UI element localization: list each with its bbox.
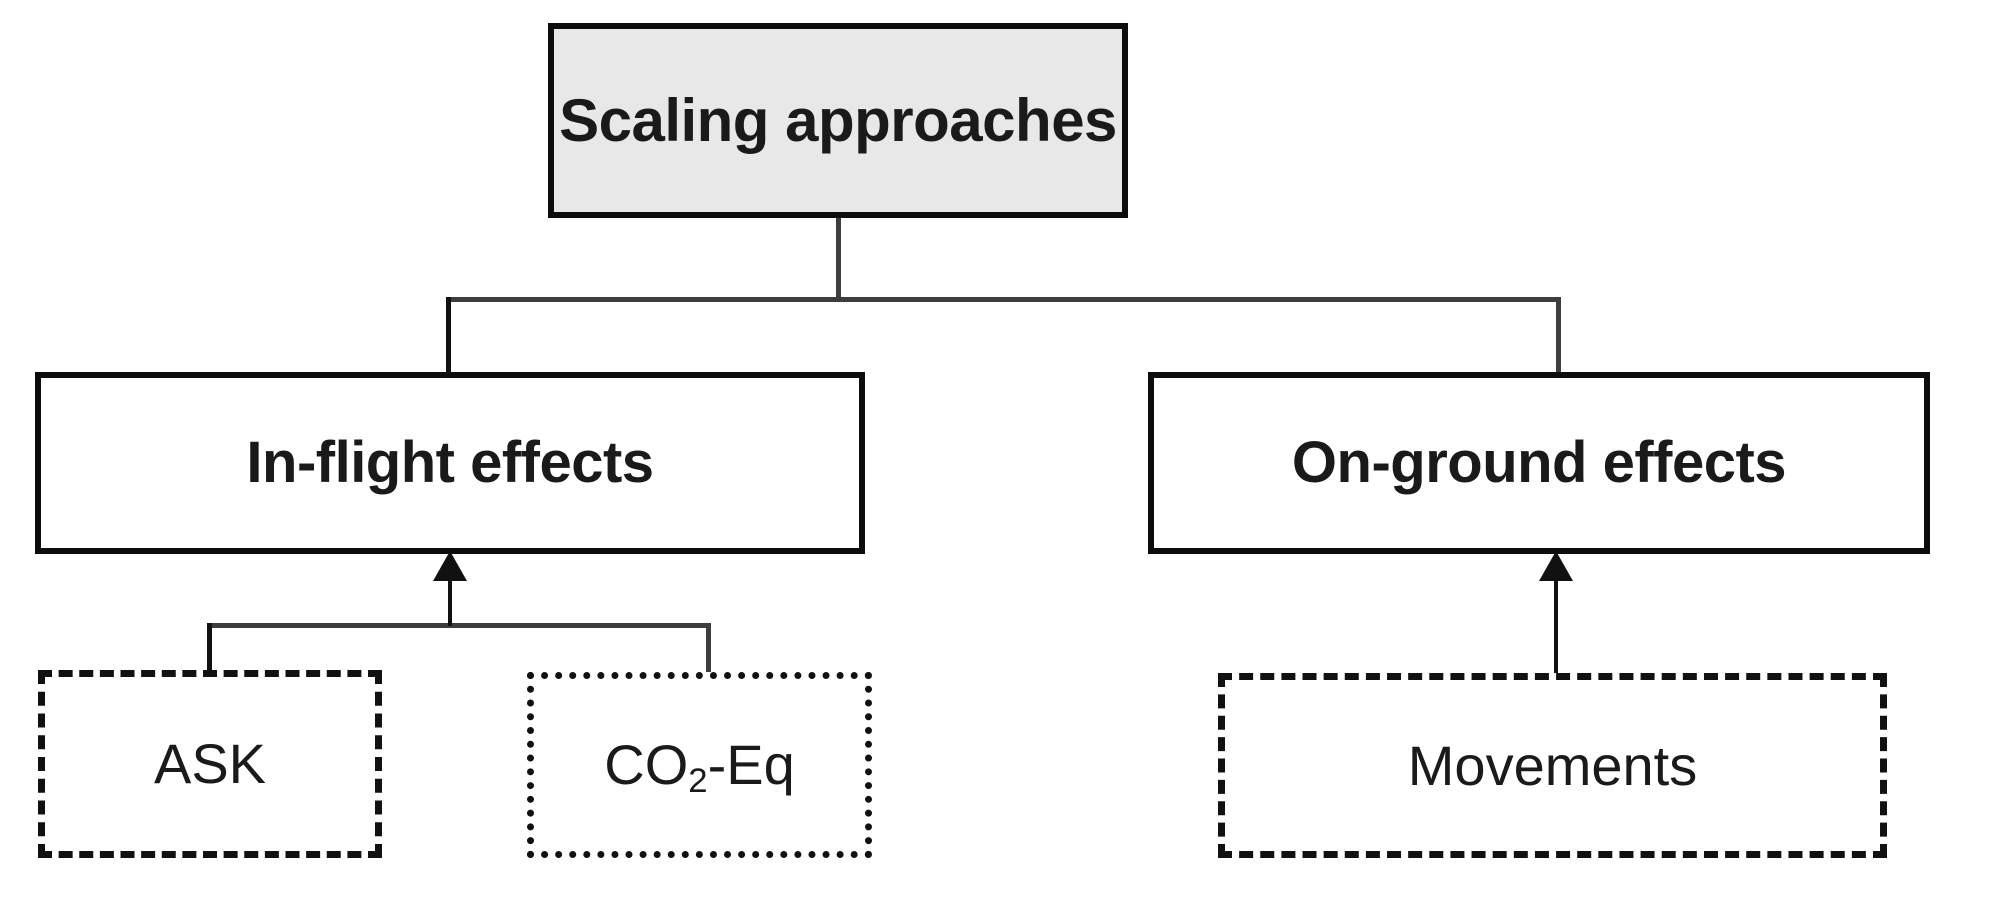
node-scaling-approaches-label: Scaling approaches <box>559 86 1117 154</box>
connector-in-flight-arrow-shaft <box>448 556 452 626</box>
connector-to-in-flight-effects <box>446 297 451 375</box>
node-scaling-approaches[interactable]: Scaling approaches <box>548 23 1128 218</box>
connector-movements-arrow-shaft <box>1554 556 1558 676</box>
node-co2-eq-label: CO2-Eq <box>604 733 795 800</box>
node-on-ground-effects-label: On-ground effects <box>1291 430 1787 496</box>
node-on-ground-effects[interactable]: On-ground effects <box>1148 372 1930 554</box>
node-in-flight-effects[interactable]: In-flight effects <box>35 372 865 554</box>
node-in-flight-effects-label: In-flight effects <box>246 430 654 496</box>
arrowhead-on-ground-effects <box>1539 551 1573 581</box>
node-ask[interactable]: ASK <box>38 670 382 858</box>
node-movements[interactable]: Movements <box>1218 673 1887 858</box>
connector-co2eq-stem <box>706 623 711 675</box>
node-co2-eq-label-subscript: 2 <box>688 761 708 800</box>
node-ask-label: ASK <box>153 732 267 796</box>
connector-ask-stem <box>207 623 212 675</box>
connector-root-stem <box>836 215 841 300</box>
node-movements-label: Movements <box>1407 733 1698 797</box>
arrowhead-in-flight-effects <box>433 551 467 581</box>
node-co2-eq[interactable]: CO2-Eq <box>527 672 872 858</box>
connector-root-bus <box>446 297 1561 302</box>
connector-to-on-ground-effects <box>1556 297 1561 375</box>
node-co2-eq-label-prefix: CO <box>604 733 689 797</box>
connector-in-flight-leaf-bus <box>207 623 710 628</box>
node-co2-eq-label-suffix: -Eq <box>707 733 795 797</box>
